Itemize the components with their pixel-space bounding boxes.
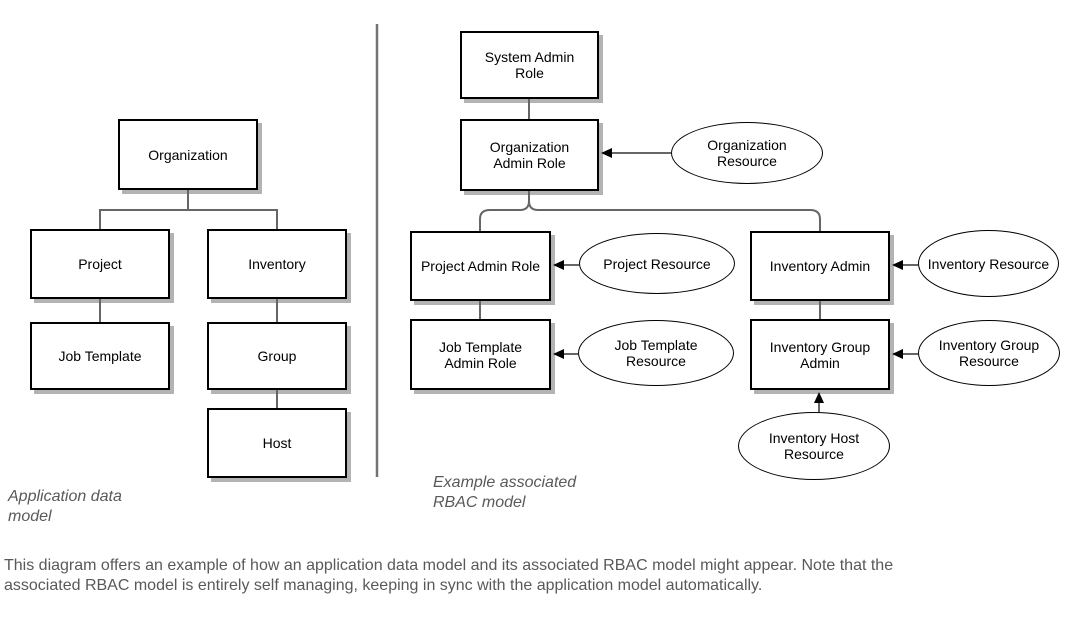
node-label-line: Admin (800, 354, 840, 371)
node-label-line: Resource (717, 153, 777, 169)
node-label-line: Project (78, 256, 122, 272)
node-inventory-host-resource: Inventory Host Resource (738, 412, 890, 480)
node-label-line: Organization (148, 146, 228, 163)
node-label-line: Inventory Admin (769, 258, 871, 274)
node-inventory: Inventory (207, 229, 347, 299)
node-label-line: Host (262, 435, 292, 451)
node-label-line: Inventory Resource (927, 255, 1050, 272)
label-line: Application data (8, 488, 122, 505)
node-label-line: Inventory Group (769, 338, 871, 355)
node-organization-admin-role: Organization Admin Role (460, 119, 599, 191)
node-project-resource: Project Resource (579, 233, 735, 294)
node-label-line: Project Admin Role (420, 258, 541, 274)
node-label-line: Admin Role (493, 155, 566, 171)
node-label-line: Job Template (614, 337, 698, 353)
node-label-line: Resource (626, 353, 686, 369)
node-label-line: Resource (959, 353, 1019, 369)
node-label-line: Organization (489, 139, 570, 155)
rbac-model-label: Example associated RBAC model (433, 473, 576, 513)
node-job-template-resource: Job Template Resource (578, 320, 734, 386)
node-label-line: Project Resource (603, 255, 711, 272)
node-project: Project (30, 229, 170, 299)
label-line: RBAC model (433, 494, 526, 511)
node-system-admin-role: System Admin Role (460, 31, 599, 99)
node-label-line: Role (515, 65, 544, 81)
node-organization-resource: Organization Resource (671, 122, 823, 184)
caption-line: associated RBAC model is entirely self m… (4, 577, 763, 594)
node-group: Group (207, 322, 347, 390)
node-label-line: Inventory Host (768, 430, 860, 446)
node-host: Host (207, 408, 347, 478)
node-label-line: Group (257, 348, 297, 364)
node-inventory-admin: Inventory Admin (750, 231, 890, 301)
node-label-line: Job Template (438, 338, 522, 355)
node-label-line: Job Template (58, 348, 142, 364)
label-line: model (8, 508, 52, 525)
application-data-model-label: Application data model (8, 487, 122, 527)
node-organization: Organization (118, 119, 258, 190)
node-job-template: Job Template (30, 322, 170, 390)
node-project-admin-role: Project Admin Role (410, 231, 551, 301)
node-label-line: Inventory Group (938, 337, 1040, 353)
node-job-template-admin-role: Job Template Admin Role (410, 319, 551, 390)
node-label-line: System Admin (484, 49, 575, 65)
node-label-line: Resource (784, 446, 844, 462)
caption-line: This diagram offers an example of how an… (4, 557, 894, 574)
node-inventory-group-admin: Inventory Group Admin (750, 319, 890, 390)
label-line: Example associated (433, 474, 577, 491)
node-label-line: Inventory (248, 256, 306, 272)
node-inventory-resource: Inventory Resource (918, 230, 1059, 297)
node-inventory-group-resource: Inventory Group Resource (918, 320, 1060, 386)
node-label-line: Organization (707, 137, 787, 153)
caption-text: This diagram offers an example of how an… (4, 556, 893, 596)
node-label-line: Admin Role (444, 354, 517, 371)
